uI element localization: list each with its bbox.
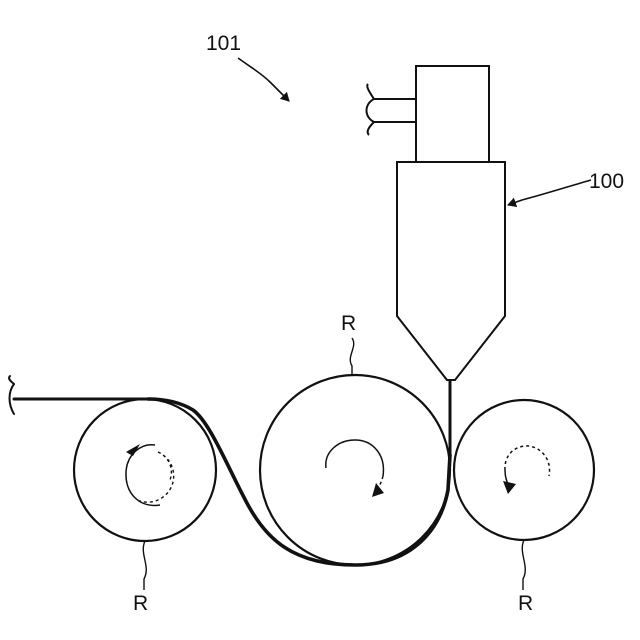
nozzle-body bbox=[397, 162, 505, 380]
roller-right-leader bbox=[522, 540, 525, 590]
supply-pipe bbox=[367, 84, 417, 135]
roller-left-circle bbox=[74, 399, 216, 541]
roller-right-circle bbox=[454, 400, 594, 540]
apparatus-reference: 101 bbox=[206, 32, 289, 101]
roller-right-label: R bbox=[518, 592, 533, 615]
roller-center bbox=[260, 375, 450, 565]
roller-top-leader bbox=[350, 338, 353, 376]
roller-right bbox=[454, 400, 594, 540]
nozzle-reference: 100 bbox=[508, 170, 624, 205]
nozzle-housing bbox=[416, 66, 489, 162]
roller-center-circle bbox=[260, 375, 450, 565]
apparatus-leader-arrow bbox=[238, 58, 289, 101]
roller-left-leader bbox=[143, 541, 146, 590]
apparatus-label: 101 bbox=[206, 32, 241, 55]
nozzle-leader-arrow bbox=[508, 180, 591, 205]
roller-left-label: R bbox=[133, 592, 148, 615]
roller-top-label: R bbox=[341, 312, 356, 335]
roller-left bbox=[74, 399, 216, 541]
nozzle-label: 100 bbox=[589, 170, 624, 193]
